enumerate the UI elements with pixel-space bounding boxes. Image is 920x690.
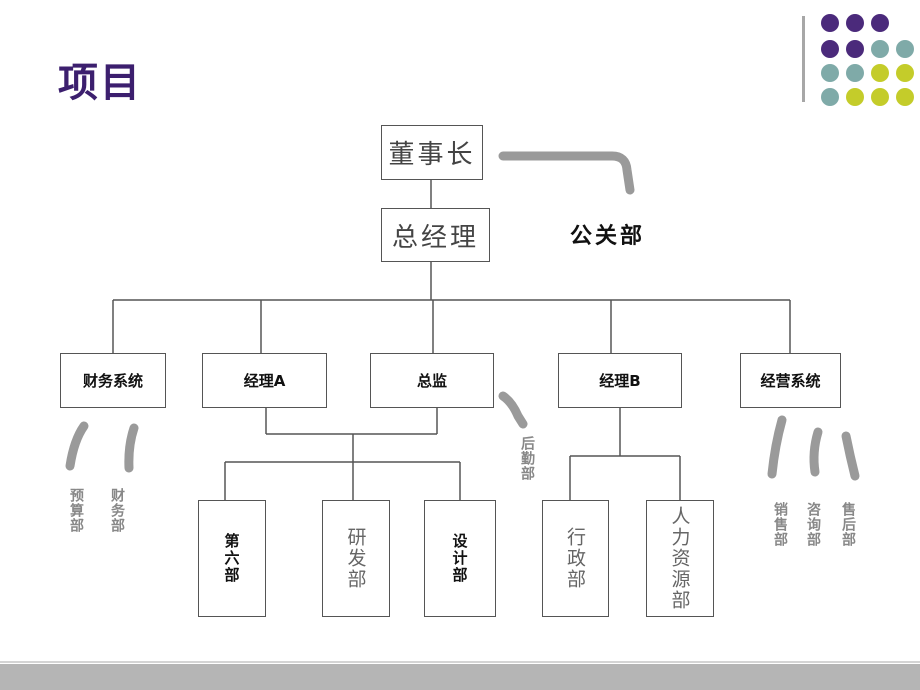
- node-director: 总监: [370, 353, 494, 408]
- node-design: 设计部: [424, 500, 496, 617]
- footer-bar: [0, 664, 920, 690]
- node-hr: 人力资源部: [646, 500, 714, 617]
- node-pr: 公关部: [570, 224, 646, 249]
- node-management-system: 经营系统: [740, 353, 841, 408]
- node-rd: 研发部: [322, 500, 390, 617]
- node-admin-label: 行政部: [564, 527, 586, 590]
- node-hr-label: 人力资源部: [668, 506, 691, 611]
- label-consulting: 咨询部: [805, 502, 821, 547]
- node-finance-system: 财务系统: [60, 353, 166, 408]
- page-title: 项目: [58, 60, 142, 106]
- divider-line: [802, 16, 805, 102]
- node-admin: 行政部: [542, 500, 609, 617]
- label-logistics: 后勤部: [519, 436, 535, 481]
- footer-divider: [0, 661, 920, 663]
- label-sales: 销售部: [772, 502, 788, 547]
- node-design-label: 设计部: [450, 533, 469, 584]
- label-after-sales: 售后部: [840, 502, 856, 547]
- label-budget: 预算部: [68, 488, 84, 533]
- node-chairman: 董事长: [381, 125, 483, 180]
- node-dept-six-label: 第六部: [222, 533, 241, 584]
- node-general-manager: 总经理: [381, 208, 490, 262]
- label-finance-dept: 财务部: [109, 488, 125, 533]
- node-dept-six: 第六部: [198, 500, 266, 617]
- node-manager-a: 经理A: [202, 353, 327, 408]
- node-manager-b: 经理B: [558, 353, 682, 408]
- node-rd-label: 研发部: [344, 527, 367, 590]
